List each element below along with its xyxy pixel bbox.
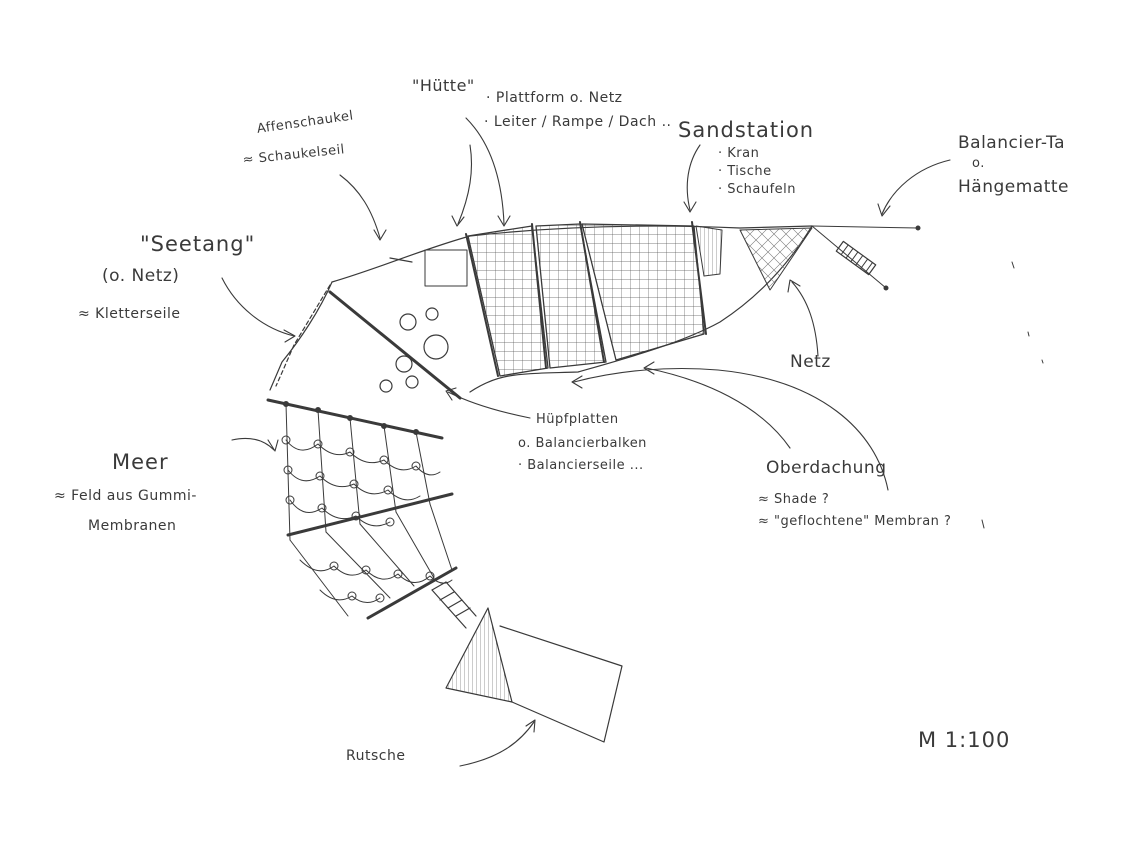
label-gummi: ≈ Feld aus Gummi- — [54, 488, 197, 504]
label-shade: ≈ Shade ? — [758, 492, 830, 507]
label-geflochtene-membran: ≈ "geflochtene" Membran ? — [758, 514, 952, 529]
scale-label: M 1:100 — [918, 728, 1011, 752]
stepping-stones — [379, 307, 449, 393]
label-balancier-or: o. — [972, 156, 985, 171]
label-rutsche: Rutsche — [346, 748, 406, 764]
balance-beam — [328, 290, 462, 400]
annotation-arrows — [221, 117, 951, 767]
label-meer: Meer — [112, 450, 169, 474]
label-seetang-netz: (o. Netz) — [102, 266, 180, 286]
hut-roof-panels — [465, 221, 813, 377]
label-netz: Netz — [790, 352, 831, 372]
balancing-rope — [811, 225, 921, 291]
label-huepfplatten: Hüpfplatten — [536, 412, 619, 427]
label-sand-kran: · Kran — [718, 146, 760, 161]
label-seetang: "Seetang" — [140, 232, 256, 256]
label-huette: "Hütte" — [412, 76, 475, 95]
label-membranen: Membranen — [88, 518, 177, 534]
label-sandstation: Sandstation — [678, 118, 815, 142]
slide — [431, 581, 623, 743]
margin-marks — [981, 261, 1044, 529]
label-balancier: Balancier-Ta — [958, 133, 1065, 153]
label-sand-tische: · Tische — [718, 164, 772, 179]
sea-net — [266, 398, 458, 620]
label-kletterseile: ≈ Kletterseile — [78, 306, 181, 322]
label-sand-schaufeln: · Schaufeln — [718, 182, 797, 197]
label-huette-ladder: · Leiter / Rampe / Dach .. — [484, 114, 672, 130]
label-balancierbalken: o. Balancierbalken — [518, 436, 647, 451]
label-balancierseile: · Balancierseile ... — [518, 458, 644, 473]
label-oberdachung: Oberdachung — [766, 458, 887, 478]
label-haengematte: Hängematte — [958, 177, 1069, 197]
seaweed-ropes — [275, 284, 331, 387]
label-huette-platform: · Plattform o. Netz — [486, 90, 623, 106]
